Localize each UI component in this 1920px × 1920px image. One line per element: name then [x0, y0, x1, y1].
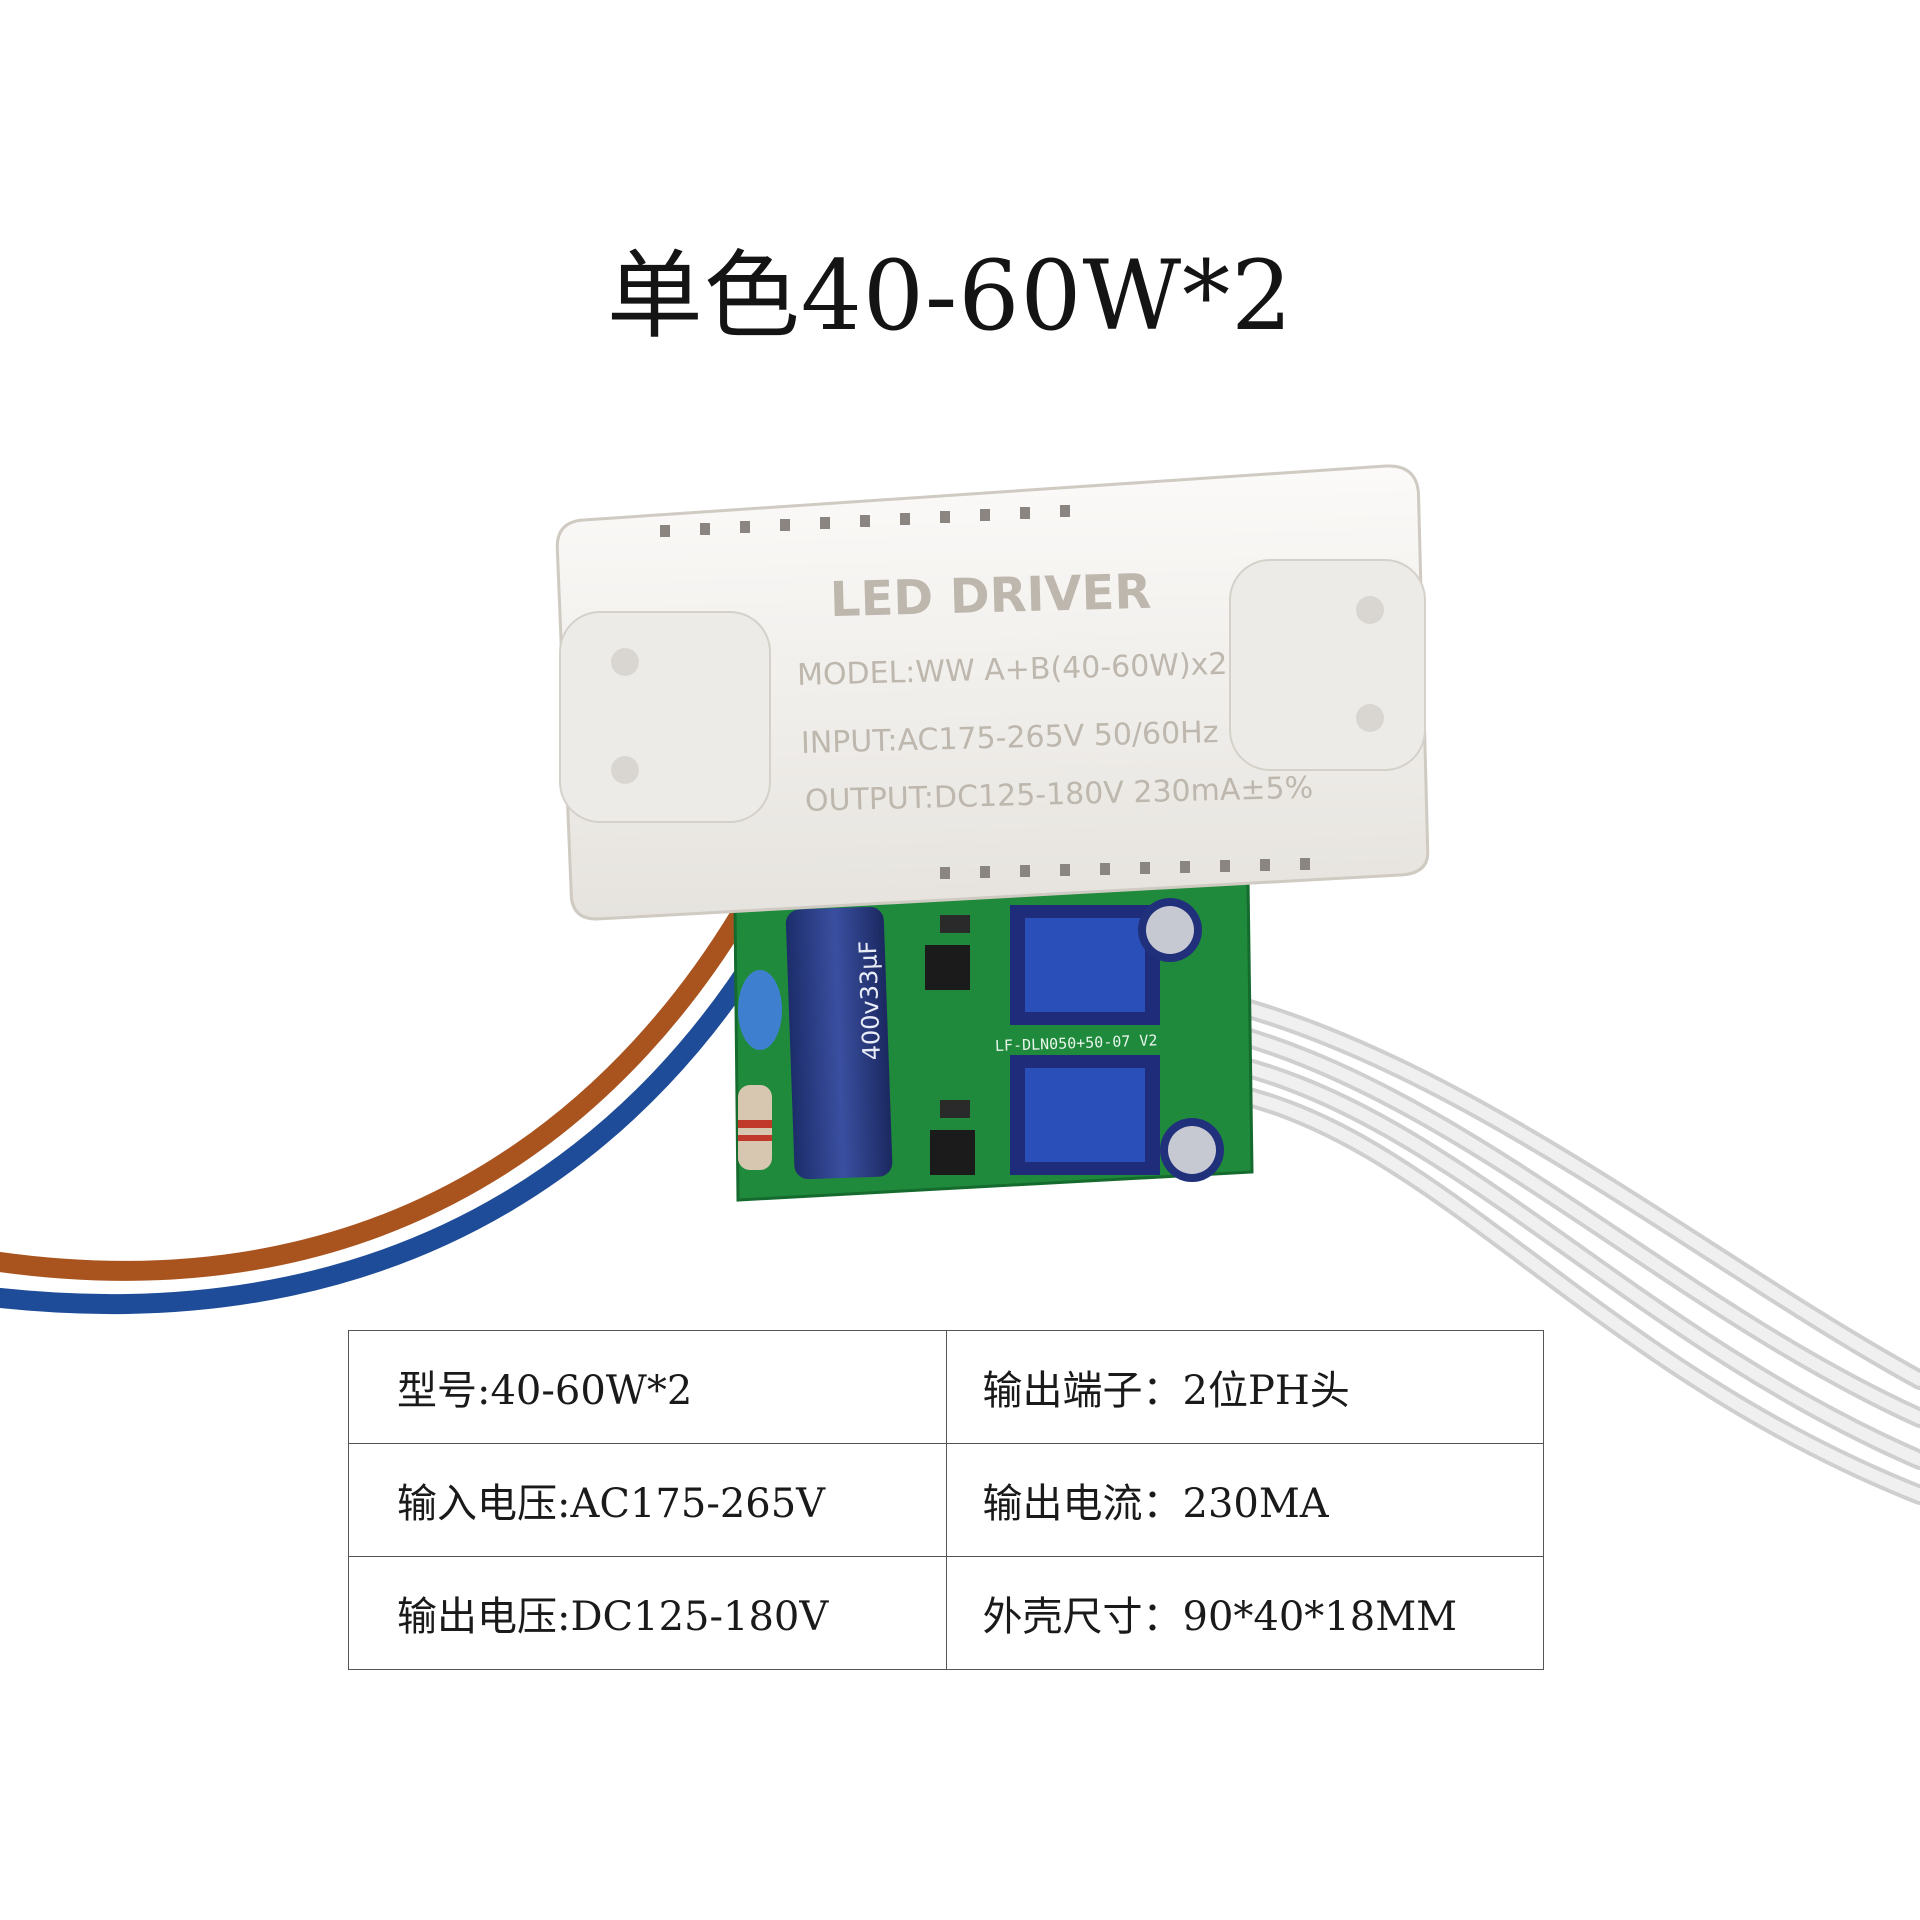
table-row: 输出电压:DC125-180V 外壳尺寸：90*40*18MM — [348, 1556, 1544, 1670]
output-wires — [1185, 985, 1920, 1505]
pcb-board-id: LF-DLN050+50-07 V2 — [995, 1031, 1158, 1055]
spec-input-voltage: 输入电压:AC175-265V — [348, 1443, 947, 1557]
input-wires — [0, 905, 770, 1315]
page-title: 单色40-60W*2 — [606, 240, 1294, 352]
driver-housing: LED DRIVER MODEL:WW A+B(40-60W)x2 INPUT:… — [555, 464, 1430, 921]
table-row: 输入电压:AC175-265V 输出电流：230MA — [348, 1443, 1544, 1557]
spec-output-voltage: 输出电压:DC125-180V — [348, 1556, 947, 1670]
spec-model: 型号:40-60W*2 — [348, 1330, 947, 1444]
table-row: 型号:40-60W*2 输出端子：2位PH头 — [348, 1330, 1544, 1444]
spec-table: 型号:40-60W*2 输出端子：2位PH头 输入电压:AC175-265V 输… — [348, 1330, 1544, 1670]
pcb-board: 400v33µF LF-DLN050+50-07 V2 — [733, 878, 1254, 1202]
driver-heading: LED DRIVER — [829, 564, 1152, 628]
spec-output-current: 输出电流：230MA — [945, 1443, 1544, 1557]
capacitor-label: 400v33µF — [854, 940, 886, 1061]
spec-output-terminal: 输出端子：2位PH头 — [945, 1330, 1544, 1444]
spec-housing-size: 外壳尺寸：90*40*18MM — [945, 1556, 1544, 1670]
